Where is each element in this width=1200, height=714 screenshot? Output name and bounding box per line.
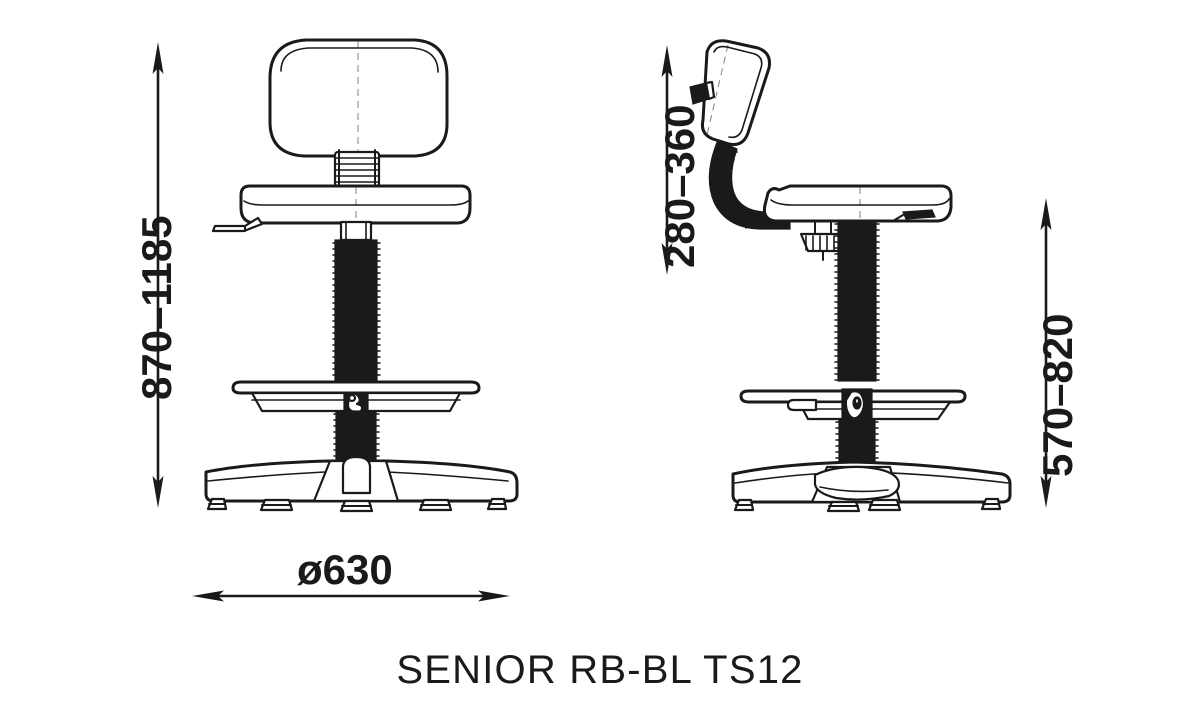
front-backrest-pad [268,38,449,158]
front-view [204,38,519,513]
dimension-backrest-height [661,45,673,275]
dimension-label-seat-height: 570–820 [1034,313,1081,477]
front-seat-pad [239,184,472,225]
dimension-label-overall-height: 870–1185 [133,215,180,400]
side-backrest-pad [701,39,771,146]
dimension-label-base-diameter: ø630 [297,546,393,593]
side-gas-cylinder-upper [834,220,880,382]
dimension-seat-height [1040,198,1052,508]
side-backrest-adjust-knob[interactable] [689,80,716,105]
front-seat-post [339,220,373,242]
front-base-glides [206,497,508,513]
dimension-base-diameter [192,590,510,602]
front-backrest-support [333,149,381,189]
dimension-overall-height [152,42,164,508]
front-gas-cylinder-upper [332,239,381,381]
side-view [689,39,1012,513]
front-base [204,455,519,513]
side-seat-lever[interactable] [892,209,936,222]
product-title: SENIOR RB-BL TS12 [396,648,804,692]
side-base-glides [733,497,1002,513]
front-foot-ring-clamp [343,392,369,414]
front-seat-lever [211,216,264,233]
side-foot-ring-clamp[interactable] [841,388,873,422]
side-base [731,460,1012,513]
dimension-label-backrest-height: 280–360 [656,104,703,268]
